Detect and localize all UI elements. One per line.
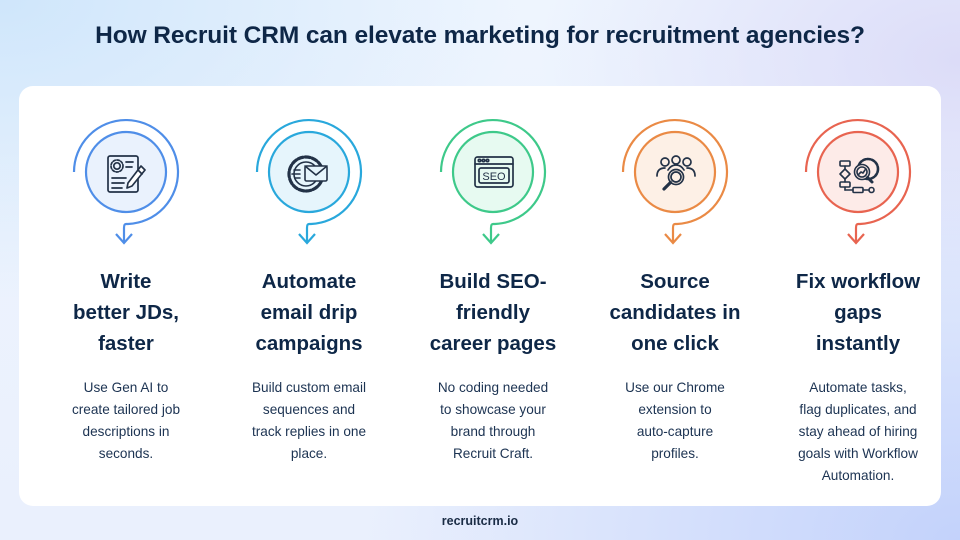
feature-desc-line: sequences and <box>262 402 356 417</box>
feature-desc-line: brand through <box>450 424 536 439</box>
feature-desc-line: to showcase your <box>440 402 546 417</box>
feature-desc-line: extension to <box>638 402 712 417</box>
feature-title: Fix workflow gaps instantly <box>763 266 953 359</box>
email-automation-gear-icon <box>249 114 369 254</box>
feature-title: Source candidates in one click <box>585 266 765 359</box>
feature-title-line: career pages <box>429 332 557 355</box>
feature-desc-line: descriptions in <box>82 424 170 439</box>
feature-desc-line: profiles. <box>651 446 699 461</box>
feature-description: Build custom email sequences and track r… <box>219 377 399 465</box>
feature-title-line: friendly <box>455 301 531 324</box>
spiral-arrow-icon <box>66 114 186 254</box>
feature-desc-line: seconds. <box>98 446 154 461</box>
feature-desc-line: Build custom email <box>251 380 367 395</box>
feature-desc-line: create tailored job <box>71 402 181 417</box>
feature-title-line: instantly <box>815 332 901 355</box>
feature-desc-line: auto-capture <box>636 424 714 439</box>
job-description-edit-icon <box>66 114 186 254</box>
feature-desc-line: No coding needed <box>437 380 549 395</box>
feature-title: Write better JDs, faster <box>36 266 216 359</box>
feature-desc-line: Use our Chrome <box>625 380 725 395</box>
feature-desc-line: place. <box>290 446 328 461</box>
feature-title-line: Build SEO- <box>439 270 547 293</box>
feature-desc-line: goals with Workflow <box>798 446 918 461</box>
seo-text: SEO <box>482 171 506 183</box>
feature-title-line: faster <box>98 332 154 355</box>
spiral-arrow-icon <box>433 114 553 254</box>
feature-desc-line: flag duplicates, and <box>799 402 917 417</box>
workflow-analysis-icon <box>798 114 918 254</box>
feature-description: Use Gen AI to create tailored job descri… <box>36 377 216 465</box>
feature-title-line: gaps <box>834 301 882 324</box>
feature-desc-line: stay ahead of hiring <box>798 424 918 439</box>
feature-desc-line: Use Gen AI to <box>83 380 169 395</box>
page-title: How Recruit CRM can elevate marketing fo… <box>95 22 865 49</box>
feature-title: Automate email drip campaigns <box>219 266 399 359</box>
feature-desc-line: Automation. <box>821 468 895 483</box>
feature-desc-line: track replies in one <box>251 424 367 439</box>
feature-description: Use our Chrome extension to auto-capture… <box>585 377 765 465</box>
feature-title-line: candidates in <box>609 301 741 324</box>
feature-description: No coding needed to showcase your brand … <box>403 377 583 465</box>
feature-title: Build SEO- friendly career pages <box>403 266 583 359</box>
features-card: Write better JDs, faster Use Gen AI to c… <box>19 86 941 506</box>
seo-browser-icon: SEO <box>433 114 553 254</box>
feature-write-jds: Write better JDs, faster Use Gen AI to c… <box>36 86 216 506</box>
feature-workflow-gaps: Fix workflow gaps instantly Automate tas… <box>763 86 953 506</box>
candidate-search-icon <box>615 114 735 254</box>
feature-desc-line: Recruit Craft. <box>452 446 534 461</box>
feature-desc-line: Automate tasks, <box>809 380 907 395</box>
feature-email-drip: Automate email drip campaigns Build cust… <box>219 86 399 506</box>
feature-title-line: Fix workflow <box>795 270 921 293</box>
feature-description: Automate tasks, flag duplicates, and sta… <box>763 377 953 487</box>
feature-title-line: campaigns <box>255 332 363 355</box>
feature-source-candidates: Source candidates in one click Use our C… <box>585 86 765 506</box>
feature-title-line: Source <box>640 270 710 293</box>
feature-title-line: email drip <box>260 301 358 324</box>
feature-seo-career-pages: SEO Build SEO- friendly career pages No … <box>403 86 583 506</box>
website-link[interactable]: recruitcrm.io <box>441 514 519 528</box>
feature-title-line: one click <box>631 332 719 355</box>
feature-title-line: Automate <box>261 270 357 293</box>
feature-title-line: Write <box>100 270 152 293</box>
feature-title-line: better JDs, <box>73 301 179 324</box>
